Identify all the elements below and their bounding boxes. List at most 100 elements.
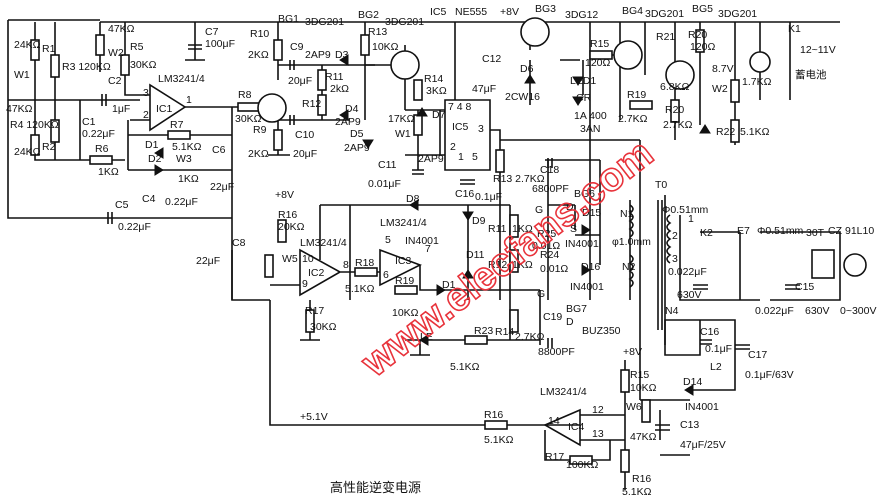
component-label: R5 [130, 41, 144, 53]
component-label: 5.1KΩ [450, 361, 480, 373]
component-label: 0.1μF [705, 343, 732, 355]
components [30, 17, 867, 473]
component-label: S [570, 223, 577, 235]
component-label: CR [576, 92, 592, 104]
component-label: 2KΩ [248, 49, 269, 61]
component-label: 30KΩ [235, 113, 262, 125]
component-label: 22μF [210, 181, 234, 193]
component-label: BG1 [278, 13, 299, 25]
component-label: 8.7V [712, 63, 734, 75]
component-label: 2KΩ [248, 148, 269, 160]
component-label: 3 [672, 253, 678, 265]
component-label: 630V [677, 289, 702, 301]
component-label: 30KΩ [310, 321, 337, 333]
component-label: R22 [716, 126, 735, 138]
component-label: R18 [355, 257, 374, 269]
component-label: 2 [450, 141, 456, 153]
component-label: 12 [592, 404, 604, 416]
component-label: 1.7KΩ [742, 76, 772, 88]
component-label: IN4001 [570, 281, 604, 293]
component-label: 2 [143, 109, 149, 121]
component-label: 91L10 [845, 225, 874, 237]
component-label: 120Ω [690, 41, 716, 53]
component-label: 0.022μF [755, 305, 794, 317]
component-label: R14 [424, 73, 443, 85]
component-label: C18 [540, 164, 559, 176]
component-label: R12 [488, 259, 507, 271]
component-label: 47μF/25V [680, 439, 726, 451]
component-label: 20μF [288, 75, 312, 87]
component-label: Φ0.51mm [757, 225, 804, 237]
component-label: R4 120KΩ [10, 119, 59, 131]
component-label: +8V [623, 346, 642, 358]
component-label: 10KΩ [392, 307, 419, 319]
component-label: 1KΩ [178, 173, 199, 185]
component-label: D1 [145, 139, 159, 151]
component-label: D1 [442, 279, 456, 291]
component-label: R12 [302, 98, 321, 110]
component-label: LE [420, 331, 433, 343]
component-label: 1KΩ [98, 166, 119, 178]
component-label: LM3241/4 [540, 386, 587, 398]
component-label: N4 [665, 305, 679, 317]
component-label: 14 [548, 415, 560, 427]
component-label: 20μF [293, 148, 317, 160]
component-label: 2.7KΩ [515, 331, 545, 343]
component-label: 5.1KΩ [740, 126, 770, 138]
component-label: R24 [540, 249, 559, 261]
component-label: 120Ω [585, 57, 611, 69]
component-label: 0.01μF [368, 178, 401, 190]
component-label: G [535, 204, 543, 216]
component-label: W2 [712, 83, 728, 95]
component-label: R13 [368, 26, 387, 38]
component-label: R16 [632, 473, 651, 485]
component-label: BUZ350 [582, 325, 621, 337]
component-label: 10 [302, 253, 314, 265]
component-label: D [566, 201, 574, 213]
component-label: 47KΩ [6, 103, 33, 115]
component-label: BG3 [535, 3, 556, 15]
component-label: 7 [425, 243, 431, 255]
component-label: 0~300V [840, 305, 877, 317]
component-label: D11 [466, 249, 485, 261]
component-label: φ1.0mm [612, 236, 651, 248]
component-label: 2.7KΩ [663, 119, 693, 131]
component-label: 3AN [580, 123, 600, 135]
component-label: BG7 [566, 303, 587, 315]
component-label: D4 [345, 103, 359, 115]
component-label: IN4001 [685, 401, 719, 413]
component-label: Φ0.51mm [662, 204, 709, 216]
component-label: 6800PF [532, 183, 569, 195]
component-label: D9 [472, 215, 486, 227]
component-label: 2 [672, 230, 678, 242]
component-label: 1μF [112, 103, 130, 115]
component-label: 9 [302, 278, 308, 290]
component-label: D3 [335, 49, 349, 61]
component-label: C19 [543, 311, 562, 323]
component-label: BG5 [692, 3, 713, 15]
component-label: R14 [495, 326, 514, 338]
component-label: 2AP9 [418, 153, 444, 165]
diagram-caption: 高性能逆变电源 [330, 480, 421, 495]
component-label: R16 [484, 409, 503, 421]
component-label: 0.01Ω [540, 263, 568, 275]
component-label: W5 [282, 253, 298, 265]
component-label: R23 [474, 325, 493, 337]
component-label: W1 [14, 69, 30, 81]
component-label: CZ [828, 225, 843, 237]
component-label: 3 [143, 87, 149, 99]
component-label: 12~11V [800, 44, 836, 56]
component-label: 100KΩ [566, 459, 599, 471]
component-label: IC1 [156, 103, 173, 115]
component-label: 5.1KΩ [484, 434, 514, 446]
component-label: 22μF [196, 255, 220, 267]
component-label: NE555 [455, 6, 487, 18]
component-label: BG2 [358, 9, 379, 21]
component-label: +8V [275, 189, 294, 201]
component-label: D6 [520, 63, 534, 75]
component-label: W6 [626, 401, 642, 413]
component-label: T0 [655, 179, 667, 191]
component-label: IC2 [308, 267, 325, 279]
component-label: 2AP9 [335, 116, 361, 128]
